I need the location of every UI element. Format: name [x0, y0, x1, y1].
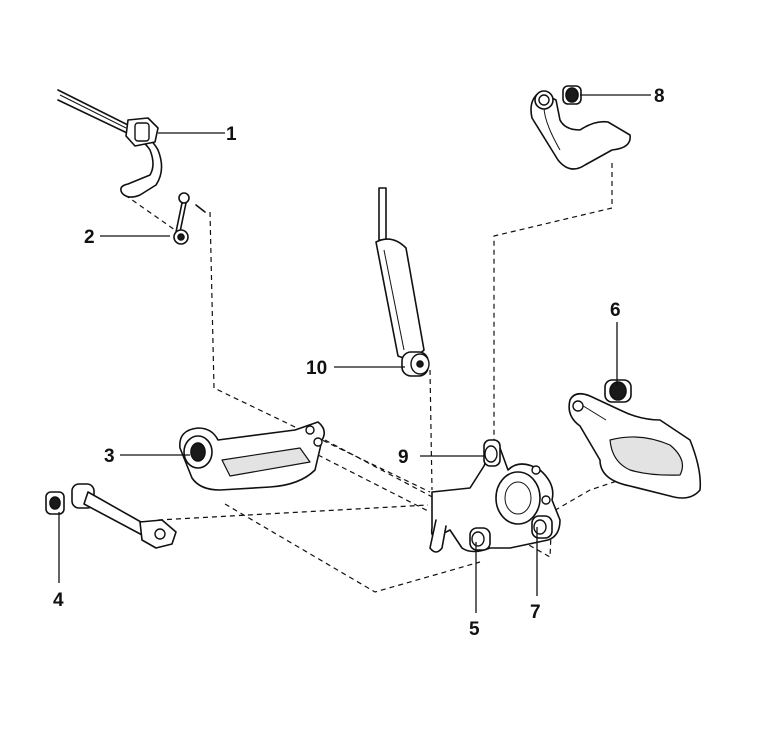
dash-stabilizer-link	[124, 194, 176, 231]
dash-arm-knuckle-b	[317, 454, 431, 513]
lateral-link	[45, 483, 177, 549]
dash-lateral-link	[157, 504, 429, 521]
dash-upper-arm	[493, 163, 613, 440]
callout-9: 9	[398, 447, 409, 468]
callout-2: 2	[84, 227, 95, 248]
dash-arm-knuckle-a	[324, 439, 439, 501]
callout-6: 6	[610, 300, 621, 321]
dash-arm-bottom	[224, 503, 481, 593]
dash-lower-arm	[519, 469, 651, 559]
stabilizer-bar	[57, 89, 163, 198]
lower-control-arm	[568, 379, 702, 499]
connection-lines	[124, 163, 651, 593]
shock-absorber	[375, 187, 430, 377]
callout-labels: 1 2 3 4 5 6 7 8 9 10	[53, 86, 665, 640]
leader-lines	[58, 94, 651, 613]
steering-knuckle	[429, 439, 561, 553]
stabilizer-link	[173, 192, 206, 245]
callout-1: 1	[226, 124, 237, 145]
callout-10: 10	[306, 358, 327, 379]
callout-3: 3	[104, 446, 115, 467]
upper-control-arm	[530, 85, 631, 170]
dash-shock-down	[429, 369, 433, 491]
trailing-arm	[179, 421, 326, 491]
callout-7: 7	[530, 602, 541, 623]
callout-8: 8	[654, 86, 665, 107]
callout-5: 5	[469, 619, 480, 640]
callout-4: 4	[53, 590, 64, 611]
